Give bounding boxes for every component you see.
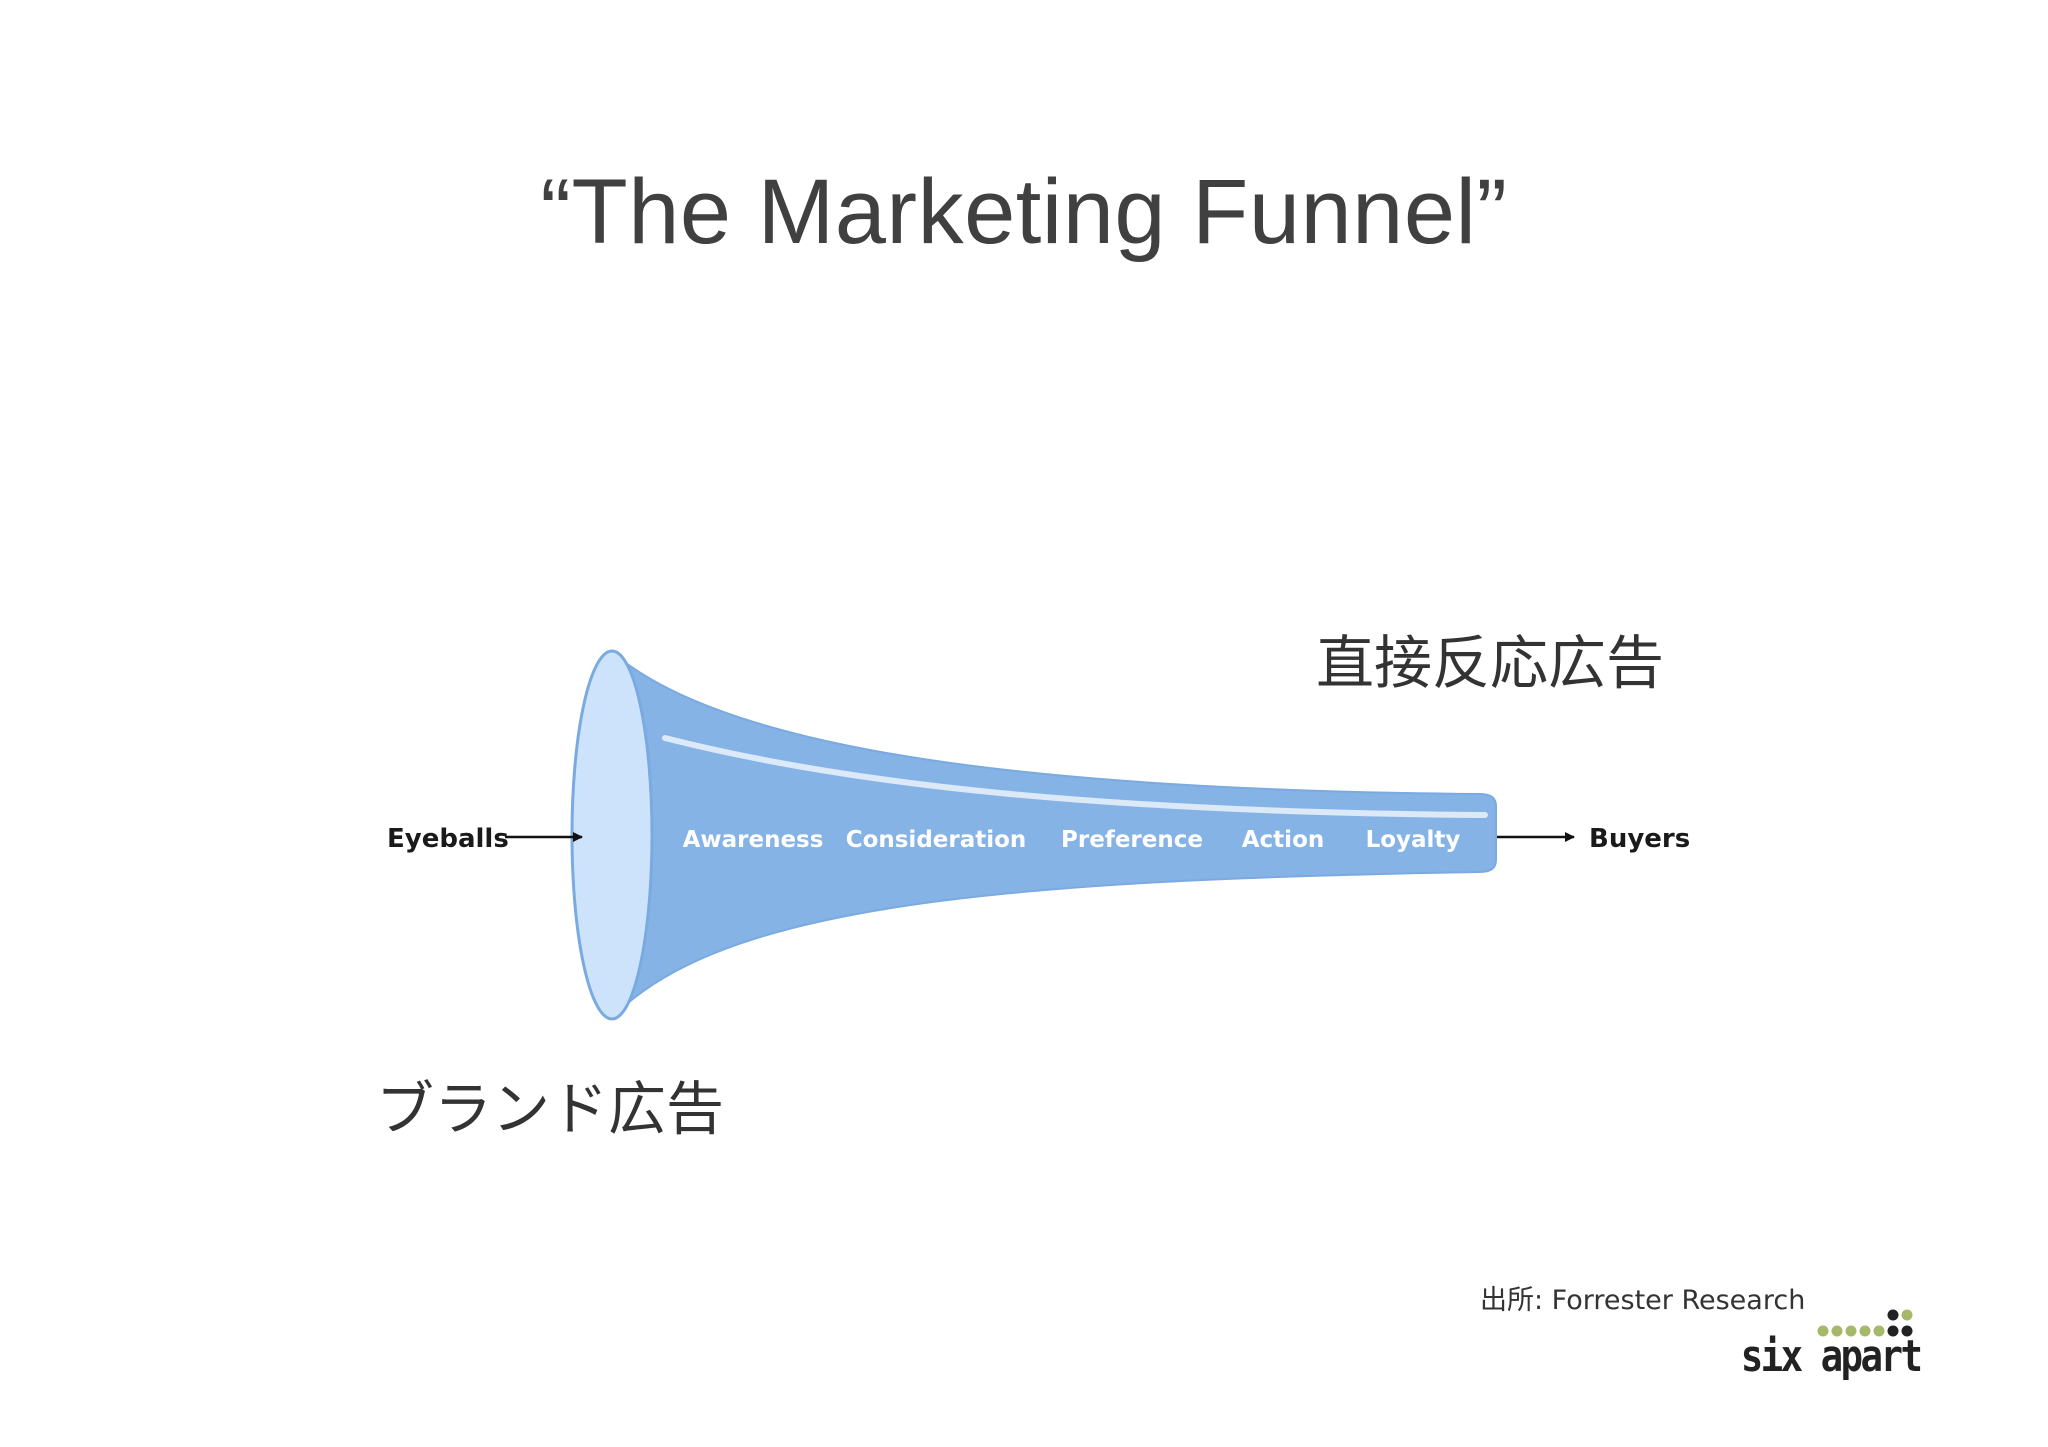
six-apart-logo: six apart: [1740, 1305, 1923, 1385]
funnel-mouth: [570, 649, 654, 1021]
funnel-input-label: Eyeballs: [387, 824, 509, 854]
direct-response-ad-label: 直接反応広告: [1316, 629, 1665, 697]
stage-loyalty: Loyalty: [1366, 827, 1461, 853]
stage-awareness: Awareness: [683, 827, 824, 853]
stage-action: Action: [1242, 827, 1325, 853]
stage-consideration: Consideration: [846, 827, 1027, 853]
six-apart-dots-icon: [1817, 1309, 1913, 1337]
slide-title: “The Marketing Funnel”: [540, 161, 1508, 263]
brand-ad-label: ブランド広告: [376, 1075, 725, 1143]
funnel-output-label: Buyers: [1589, 824, 1690, 854]
source-citation: 出所: Forrester Research: [1480, 1285, 1806, 1316]
funnel-highlight: [662, 735, 1488, 818]
stage-preference: Preference: [1061, 827, 1203, 853]
logo-wordmark: six apart: [1740, 1331, 1922, 1382]
funnel-body: [611, 649, 1497, 1021]
